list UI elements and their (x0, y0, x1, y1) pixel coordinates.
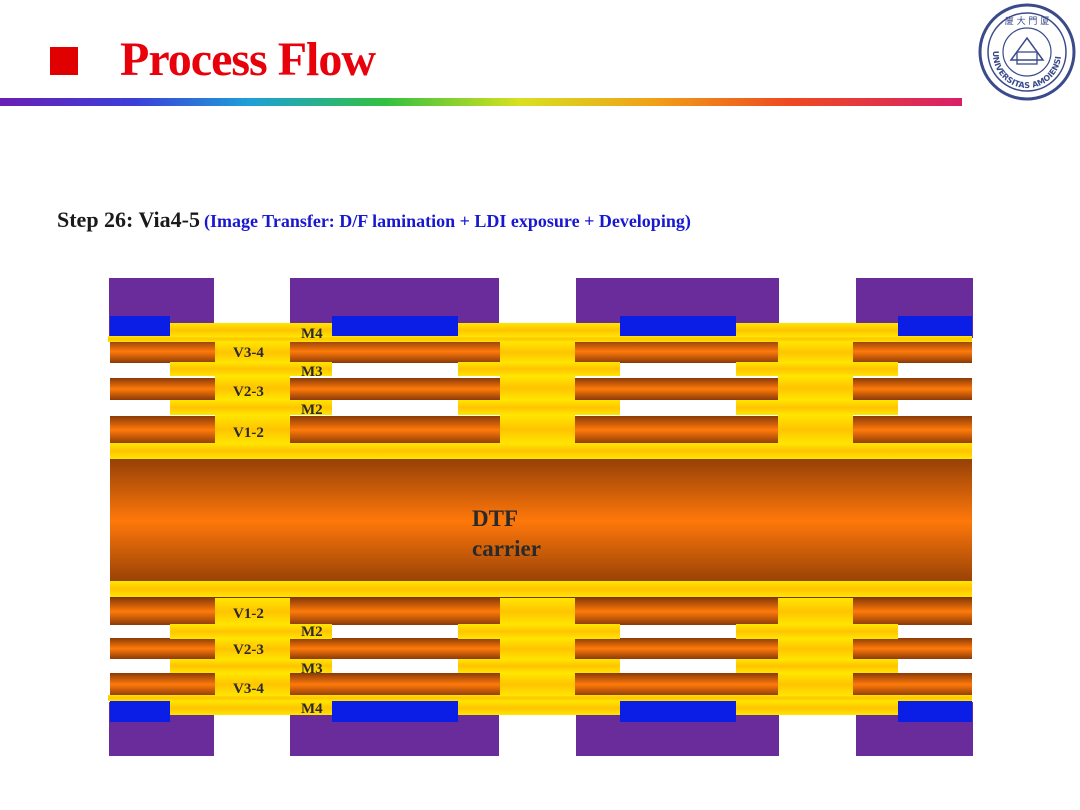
core-copper-top (110, 443, 972, 459)
title-bullet (50, 47, 78, 75)
university-seal-logo: UNIVERSITAS AMOIENSIS 廈 大 門 厦 (975, 2, 1076, 101)
core-copper-bottom (110, 581, 972, 597)
dtf-carrier-core (110, 443, 972, 599)
label-top-m4: M4 (301, 326, 323, 342)
copper-bottom (108, 598, 972, 715)
label-bottom-m2: M2 (301, 624, 323, 640)
label-top-v34: V3-4 (233, 345, 264, 361)
pads-bottom (110, 701, 972, 722)
label-bottom-v34: V3-4 (233, 681, 264, 697)
step-caption: Step 26: Via4-5 (Image Transfer: D/F lam… (57, 206, 757, 237)
step-detail: (Image Transfer: D/F lamination + LDI ex… (204, 211, 691, 231)
pads-top (110, 316, 972, 336)
label-top-v12: V1-2 (233, 425, 264, 441)
copper-top (108, 323, 972, 444)
step-title: Step 26: Via4-5 (57, 207, 200, 232)
core-label-line2: carrier (472, 536, 541, 561)
page-title: Process Flow (120, 33, 376, 86)
label-bottom-m3: M3 (301, 661, 323, 677)
label-bottom-v12: V1-2 (233, 606, 264, 622)
label-top-m2: M2 (301, 402, 323, 418)
svg-text:廈 大 門 厦: 廈 大 門 厦 (1005, 15, 1050, 27)
core-label-line1: DTF (472, 506, 518, 531)
label-top-m3: M3 (301, 364, 323, 380)
label-top-v23: V2-3 (233, 384, 264, 400)
label-bottom-m4: M4 (301, 701, 323, 717)
rainbow-divider (0, 98, 962, 106)
label-bottom-v23: V2-3 (233, 642, 264, 658)
